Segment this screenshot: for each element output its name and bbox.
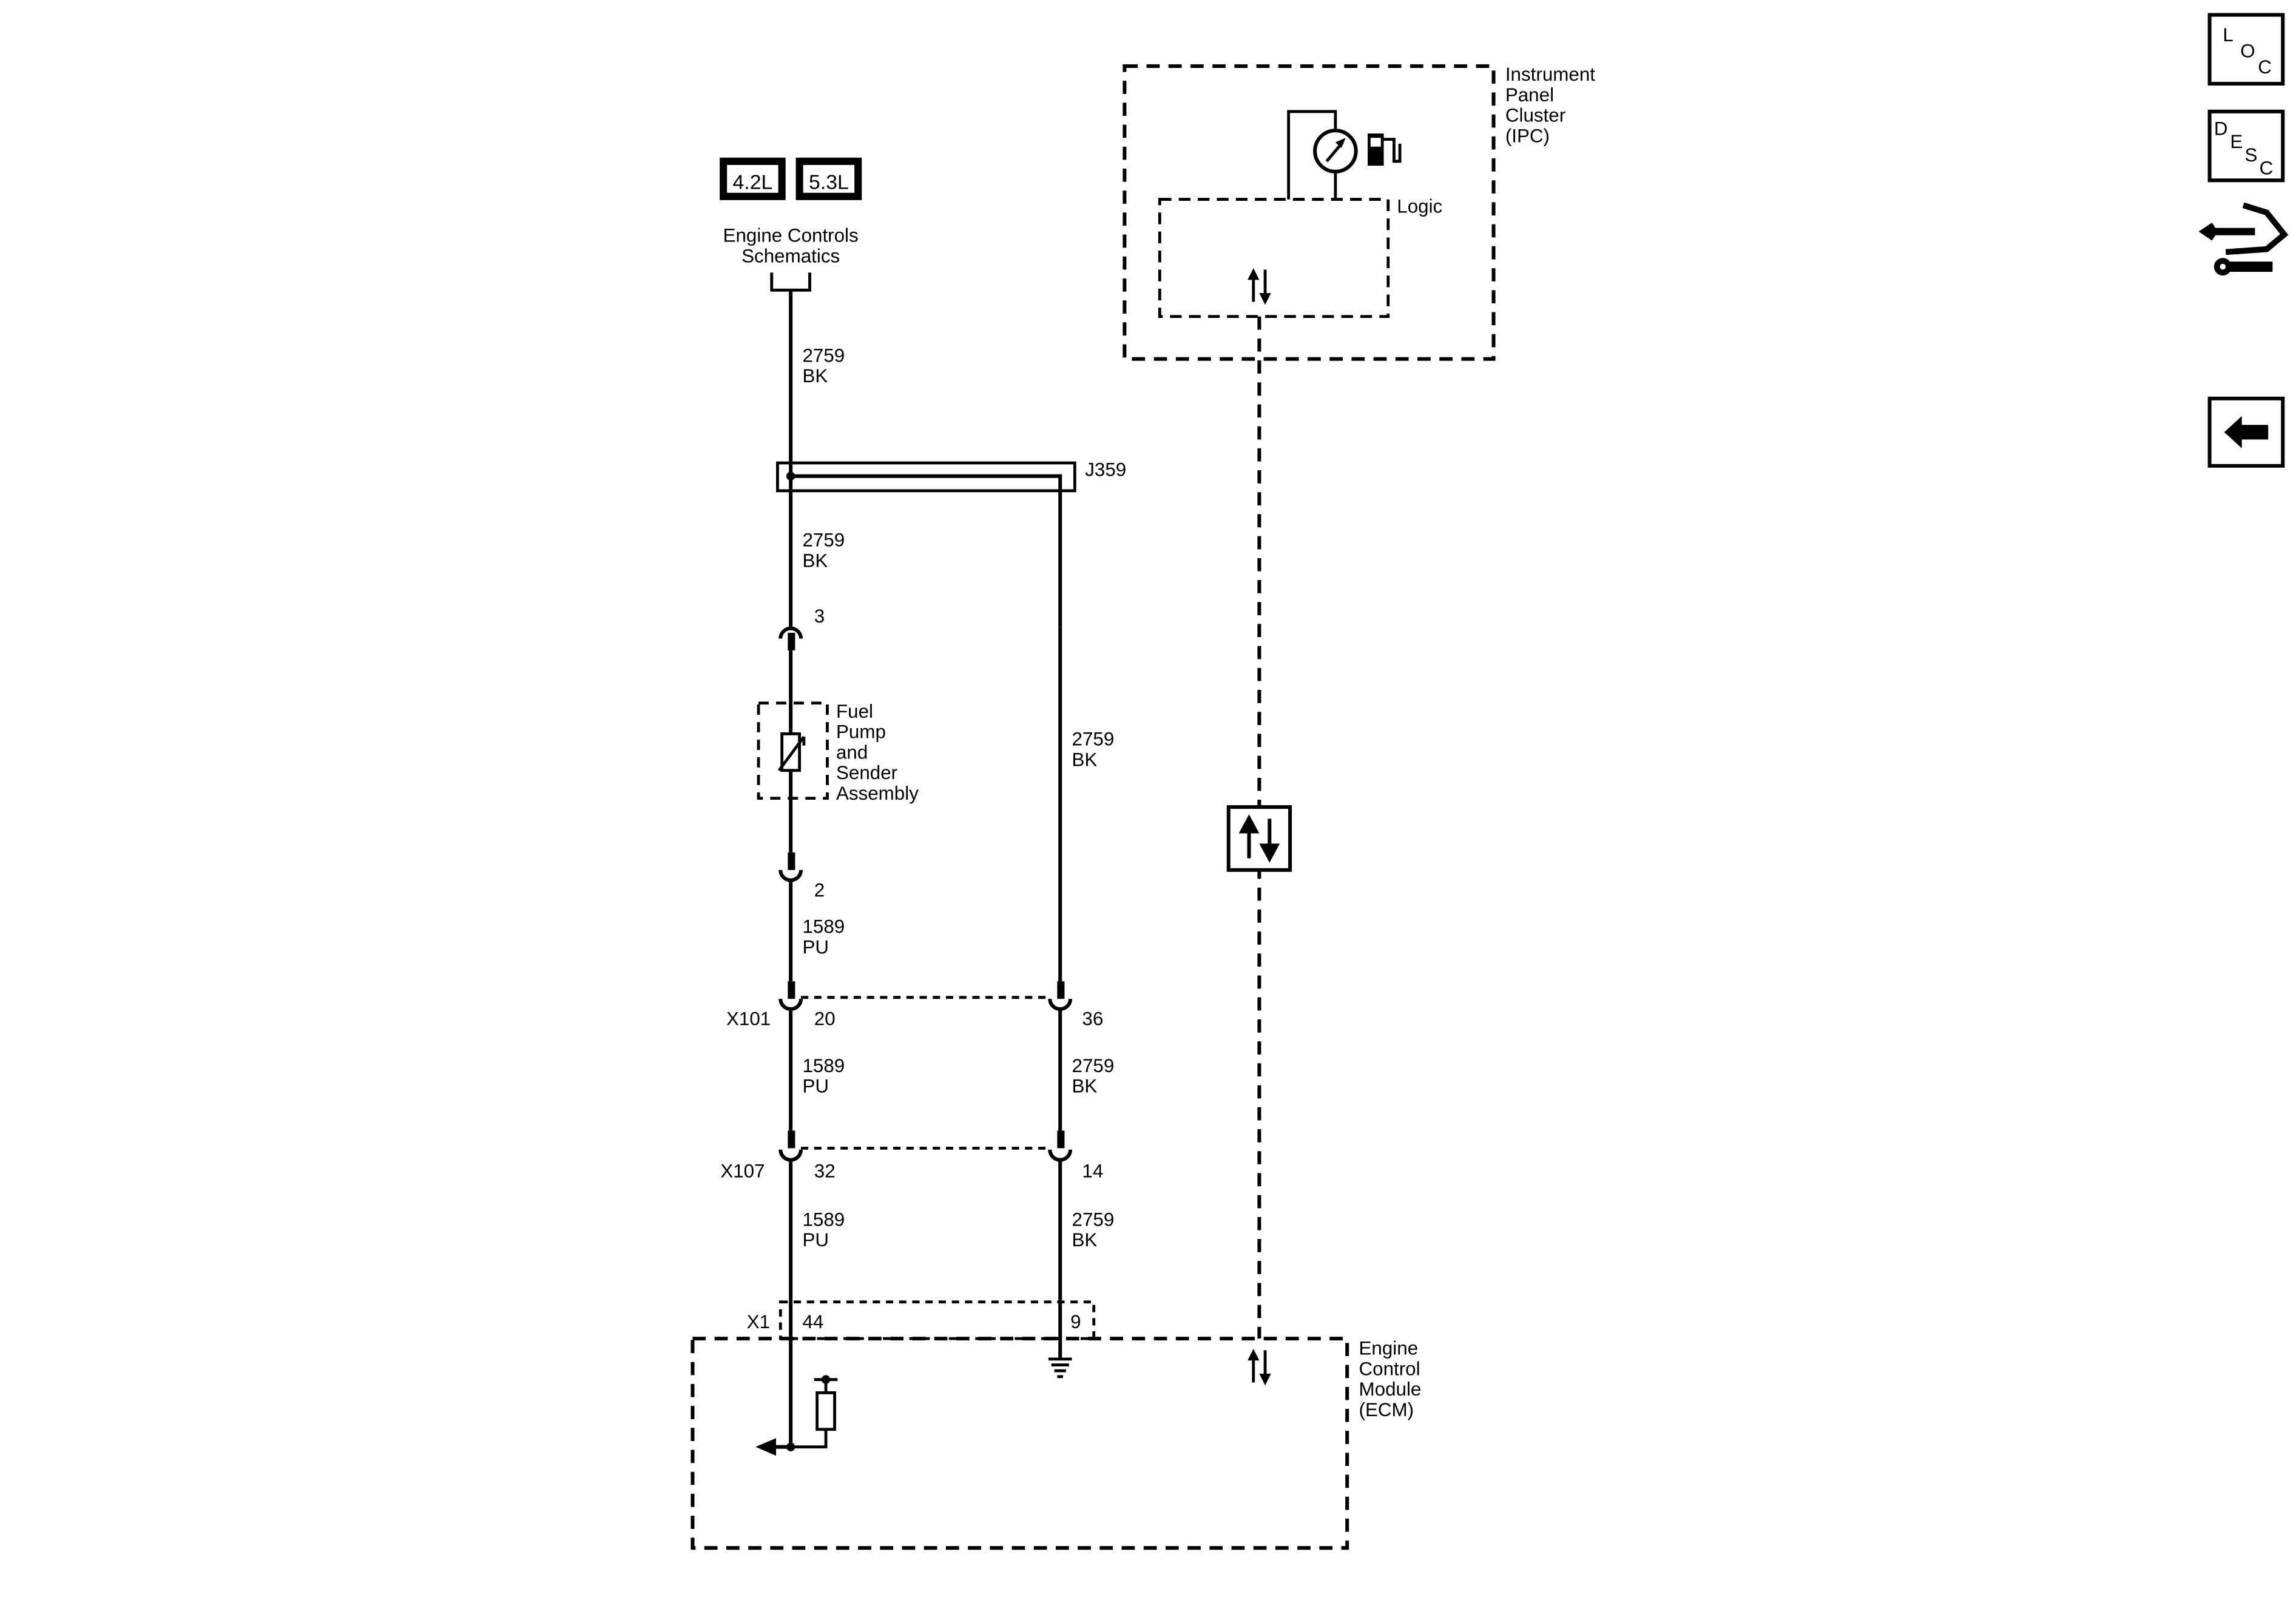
- pin-label: 44: [802, 1311, 823, 1332]
- wire-label: PU: [802, 1076, 829, 1097]
- connector-x107-label: X107: [720, 1161, 765, 1182]
- wire-label: BK: [802, 365, 828, 387]
- engine-badge-5-3l: 5.3L: [795, 157, 862, 200]
- ground-icon: [1048, 1357, 1072, 1379]
- engine-controls-bracket: [770, 272, 811, 292]
- pin-label: 3: [814, 606, 825, 627]
- connector-x1-box: [778, 1300, 1096, 1340]
- ipc-label: Instrument: [1505, 64, 1595, 85]
- connector-wrench-icon[interactable]: [2198, 202, 2289, 276]
- wire-label: 2759: [802, 345, 845, 366]
- wire-label: 1589: [802, 1055, 845, 1076]
- loc-button[interactable]: L O C: [2207, 13, 2285, 86]
- ipc-data-arrows-icon: [1248, 268, 1271, 305]
- engine-controls-label: Engine Controls: [723, 225, 859, 246]
- engine-badge-4-2l: 4.2L: [720, 157, 786, 200]
- wire-label: BK: [802, 550, 828, 571]
- connector-x101-pin-36: [1048, 998, 1073, 1011]
- wire-label: BK: [1072, 1076, 1098, 1097]
- pull-up-resistor-icon: [786, 1375, 838, 1451]
- ipc-box: [1123, 64, 1496, 361]
- ipc-label: Cluster: [1505, 105, 1565, 126]
- ecm-label: Control: [1359, 1358, 1420, 1379]
- svg-text:C: C: [2258, 56, 2272, 78]
- connector-x107-pin-14: [1048, 1149, 1073, 1162]
- fuel-pump-sender-box: [757, 701, 829, 800]
- wire-label: BK: [1072, 1229, 1098, 1251]
- fuel-pump-label: Assembly: [836, 783, 919, 804]
- serial-data-icon: [1226, 805, 1292, 872]
- connector-x101-pin-20: [778, 998, 803, 1011]
- fuel-pump-icon: [1367, 133, 1402, 166]
- svg-text:4.2L: 4.2L: [733, 171, 773, 194]
- desc-button[interactable]: D E S C: [2207, 109, 2285, 183]
- fuel-pump-label: Pump: [836, 721, 886, 743]
- svg-text:C: C: [2260, 158, 2274, 179]
- connector-x101-label: X101: [726, 1008, 771, 1030]
- fuel-gauge-icon: [1313, 129, 1358, 174]
- svg-text:D: D: [2214, 118, 2228, 139]
- wire-label: 1589: [802, 1209, 845, 1230]
- engine-controls-label-2: Schematics: [741, 245, 840, 266]
- ipc-label: (IPC): [1505, 125, 1550, 146]
- ecm-label: (ECM): [1359, 1399, 1414, 1420]
- wire-label: 2759: [1072, 1055, 1115, 1076]
- wire-label: BK: [1072, 749, 1098, 771]
- splice-label: J359: [1085, 459, 1126, 481]
- wire-label: 2759: [1072, 1209, 1115, 1230]
- ipc-logic-label: Logic: [1397, 195, 1442, 217]
- ecm-box: [690, 1337, 1349, 1550]
- pin-label: 2: [814, 879, 825, 900]
- svg-text:5.3L: 5.3L: [809, 171, 849, 194]
- ipc-logic-box: [1158, 198, 1390, 319]
- ecm-data-arrows-icon: [1248, 1348, 1271, 1386]
- pin-label: 20: [814, 1008, 836, 1030]
- connector-x1-label: X1: [747, 1311, 770, 1332]
- fuel-pump-label: Sender: [836, 762, 897, 783]
- wire-label: PU: [802, 1229, 829, 1251]
- wire-label: PU: [802, 936, 829, 957]
- wire-label: 1589: [802, 916, 845, 937]
- ecm-label: Module: [1359, 1379, 1422, 1400]
- fuel-pump-label: Fuel: [836, 701, 873, 722]
- svg-text:L: L: [2223, 24, 2233, 46]
- connector-x107-pin-32: [778, 1149, 803, 1162]
- splice-j359: [776, 461, 1076, 493]
- ecm-label: Engine: [1359, 1338, 1419, 1359]
- wire-label: 2759: [1072, 729, 1115, 750]
- input-arrow-icon: [755, 1438, 791, 1456]
- pin-label: 32: [814, 1161, 836, 1182]
- back-button[interactable]: [2207, 396, 2285, 468]
- connector-pin-3: [778, 626, 803, 639]
- svg-text:E: E: [2230, 131, 2243, 152]
- pin-label: 36: [1082, 1008, 1103, 1030]
- svg-text:S: S: [2245, 144, 2258, 166]
- wire-label: 2759: [802, 530, 845, 551]
- fuel-pump-label: and: [836, 741, 868, 763]
- back-arrow-icon: [2224, 416, 2269, 448]
- svg-text:O: O: [2240, 40, 2255, 61]
- pin-label: 9: [1070, 1311, 1081, 1332]
- connector-pin-2: [778, 869, 803, 882]
- ipc-label: Panel: [1505, 84, 1554, 106]
- pin-label: 14: [1082, 1161, 1103, 1182]
